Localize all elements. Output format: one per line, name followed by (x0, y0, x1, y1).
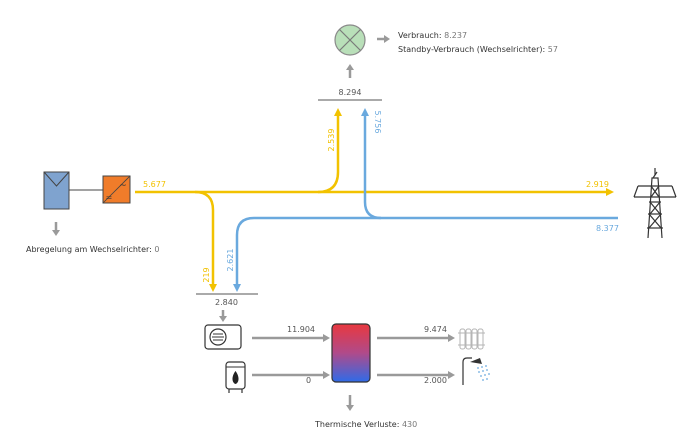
power-grid-tower-icon (633, 168, 677, 239)
grid-to-heatpump-value: 2.621 (226, 249, 235, 272)
heatpump-to-storage-flow (252, 334, 330, 342)
pv-to-consumption-value: 2.539 (327, 129, 336, 152)
pv-to-heatpump-value: 219 (202, 267, 211, 282)
heatpump-to-storage-value: 11.904 (287, 325, 315, 334)
grid-to-consumption-value: 5.756 (373, 111, 382, 134)
pv-output-value: 5.677 (143, 180, 166, 189)
storage-to-hotwater-flow (377, 371, 455, 379)
thermal-losses-down-arrow (346, 395, 354, 411)
thermal-losses-label: Thermische Verluste: 430 (314, 420, 417, 429)
curtailment-down-arrow (52, 222, 60, 236)
solar-panel-icon (43, 171, 70, 210)
radiator-icon (458, 328, 485, 350)
heat-storage-tank (331, 323, 371, 383)
heatpump-total-value: 2.840 (215, 298, 238, 307)
pv-to-heatpump-flow (194, 190, 217, 292)
heatpump-icon (204, 324, 242, 350)
curtailment-label: Abregelung am Wechselrichter: 0 (26, 245, 159, 254)
verbrauch-label: Verbrauch: 8.237 (398, 31, 467, 40)
storage-to-hotwater-value: 2.000 (424, 376, 447, 385)
gas-boiler-icon (225, 361, 246, 393)
consumption-up-arrow (346, 64, 354, 78)
pv-to-grid-value: 2.919 (586, 180, 609, 189)
boiler-to-storage-value: 0 (306, 376, 311, 385)
storage-to-heating-value: 9.474 (424, 325, 447, 334)
boiler-to-storage-flow (252, 371, 330, 379)
inverter-icon: ~ = (102, 175, 131, 204)
pv-to-consumption-flow (317, 108, 342, 194)
lamp-to-labels-arrow (377, 35, 390, 43)
svg-text:=: = (106, 193, 113, 202)
svg-text:~: ~ (119, 181, 127, 191)
shower-icon (462, 357, 490, 385)
grid-to-consumption-flow (361, 108, 382, 220)
heatpump-down-arrow (219, 310, 227, 322)
grid-to-heatpump-flow (233, 216, 618, 292)
storage-to-heating-flow (377, 334, 455, 342)
consumption-total-value: 8.294 (339, 88, 362, 97)
grid-import-value: 8.377 (596, 224, 619, 233)
standby-label: Standby-Verbrauch (Wechselrichter): 57 (398, 45, 558, 54)
consumer-lamp-icon (334, 24, 366, 56)
